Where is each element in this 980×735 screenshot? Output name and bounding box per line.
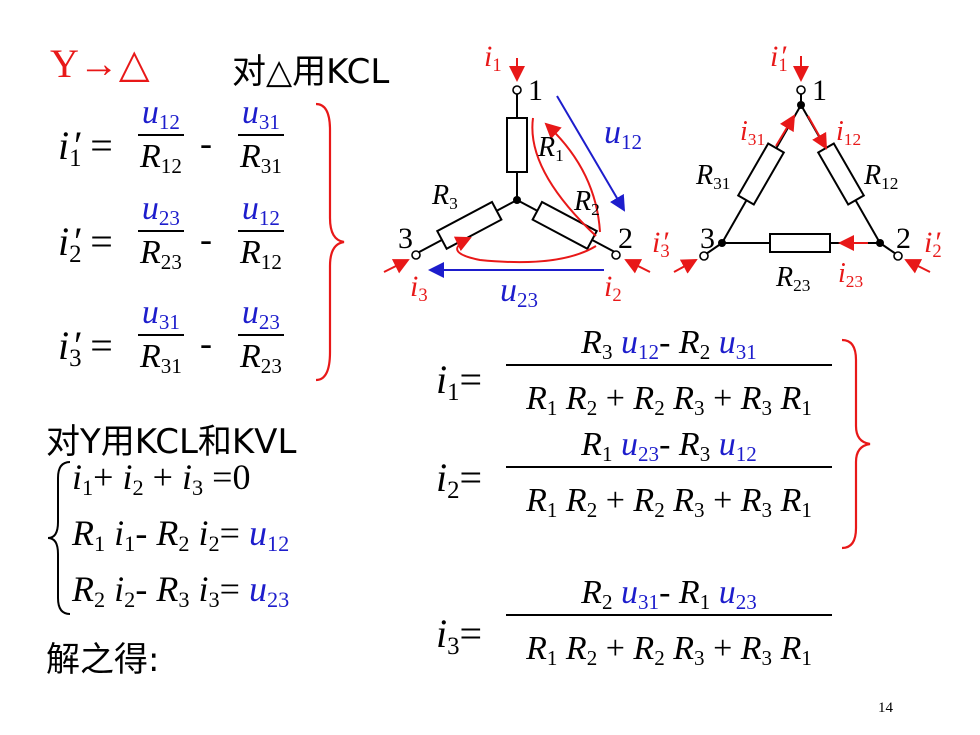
sol2-frac: R1 u23- R3 u12 R1 R2 + R2 R3 + R3 R1 <box>506 428 832 520</box>
eq2-minus: - <box>200 219 212 259</box>
y-label-i2: i2 <box>604 270 622 307</box>
eq1-minus: - <box>200 123 212 163</box>
sol3-frac: R2 u31- R1 u23 R1 R2 + R2 R3 + R3 R1 <box>506 576 832 668</box>
right-brace-solutions <box>841 338 871 550</box>
y-node-2: 2 <box>618 222 633 255</box>
d-label-i31: i31 <box>740 116 766 149</box>
right-brace-red <box>315 102 345 382</box>
y-label-R2: R2 <box>574 186 600 219</box>
sol1-frac: R3 u12- R2 u31 R1 R2 + R2 R3 + R3 R1 <box>506 326 832 418</box>
sol3-lhs: i3= <box>436 611 483 660</box>
sol2-lhs: i2= <box>436 455 483 504</box>
kcl-equation: i1+ i2 + i3 =0 <box>72 457 251 501</box>
d-node-2: 2 <box>896 222 911 255</box>
eq3-lhs: i3′ = <box>58 323 113 372</box>
y-label-i1: i1 <box>484 40 502 77</box>
y-node-1: 1 <box>528 74 543 107</box>
d-label-i23: i23 <box>838 258 864 291</box>
y-label-R1: R1 <box>538 132 564 165</box>
left-brace <box>47 461 71 615</box>
delta-network-diagram <box>673 56 931 274</box>
d-label-R23: R23 <box>776 262 811 295</box>
solve-label: 解之得: <box>46 640 160 680</box>
kvl-title: 对Y用KCL和KVL <box>46 422 297 462</box>
kvl-equation-2: R2 i2- R3 i3= u23 <box>72 569 290 613</box>
y-label-u12: u12 <box>604 114 643 154</box>
d-label-i3p: i3′ <box>652 226 670 263</box>
d-node-1: 1 <box>812 74 827 107</box>
y-node-3: 3 <box>398 222 413 255</box>
d-label-i1p: i1′ <box>770 40 788 77</box>
y-label-i3: i3 <box>410 270 428 307</box>
y-label-u23: u23 <box>500 272 539 312</box>
d-label-i2p: i2′ <box>924 226 942 263</box>
y-network-diagram <box>383 58 651 278</box>
d-node-3: 3 <box>700 222 715 255</box>
eq3-minus: - <box>200 323 212 363</box>
kvl-equation-1: R1 i1- R2 i2= u12 <box>72 513 290 557</box>
eq2-lhs: i2′ = <box>58 219 113 268</box>
page-number: 14 <box>878 700 893 716</box>
d-label-i12: i12 <box>836 116 862 149</box>
heading-transform: Y→△ <box>50 41 150 86</box>
d-label-R31: R31 <box>696 160 731 193</box>
heading-note: 对△用KCL <box>232 52 390 92</box>
d-label-R12: R12 <box>864 160 899 193</box>
eq1-lhs: i1′ = <box>58 123 113 172</box>
sol1-lhs: i1= <box>436 357 483 406</box>
y-label-R3: R3 <box>432 180 458 213</box>
